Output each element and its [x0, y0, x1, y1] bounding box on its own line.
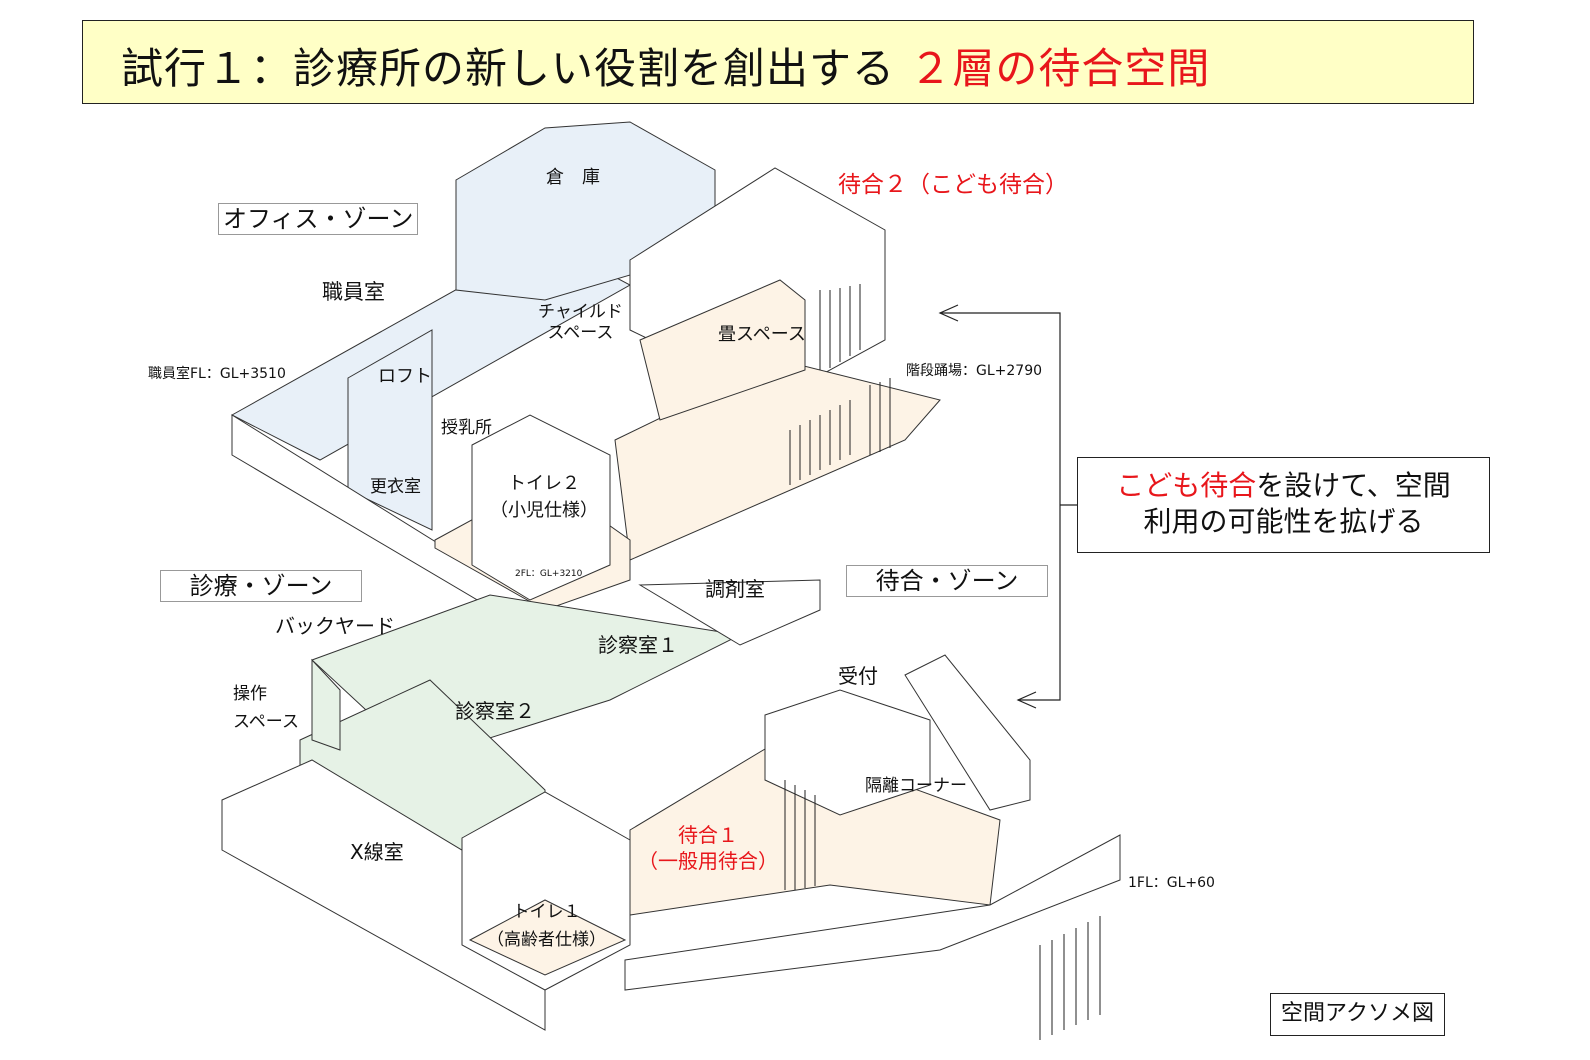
- label-isolation: 隔離コーナー: [865, 776, 967, 796]
- locker-wall: [347, 329, 433, 531]
- callout-line2: 利用の可能性を拡げる: [1143, 505, 1424, 538]
- label-staff-room: 職員室: [322, 280, 385, 304]
- label-tatami: 畳スペース: [718, 324, 806, 345]
- stair-lower: [904, 654, 1031, 811]
- label-toilet2-2: （小児仕様）: [490, 500, 598, 521]
- label-waiting1: 待合１（一般用待合）: [638, 822, 778, 874]
- pharmacy-wall: [638, 579, 821, 646]
- label-exam2: 診察室２: [455, 699, 535, 723]
- label-operation-2: スペース: [233, 712, 299, 732]
- stair-slats: [789, 284, 891, 485]
- zone-medical: 診療・ゾーン: [160, 570, 362, 602]
- callout-arrows: [938, 304, 1077, 709]
- level-landing: 階段踊場：GL+2790: [906, 363, 1043, 379]
- callout-box: こども待合を設けて、空間 利用の可能性を拡げる: [1077, 457, 1490, 553]
- label-toilet2-1: トイレ２: [508, 473, 580, 494]
- drawing-caption: 空間アクソメ図: [1270, 993, 1445, 1036]
- label-exam1: 診察室１: [598, 633, 678, 657]
- lower-ledge: [624, 834, 1121, 991]
- callout-line1: を設けて、空間: [1256, 469, 1451, 502]
- label-nursing: 授乳所: [441, 418, 492, 438]
- label-toilet1: トイレ１ （高齢者仕様）: [487, 898, 606, 954]
- level-staff-fl: 職員室FL：GL+3510: [148, 366, 286, 382]
- label-storage: 倉 庫: [546, 167, 600, 188]
- level-1fl: 1FL：GL+60: [1128, 875, 1215, 891]
- entrance-slats: [784, 780, 1101, 1040]
- label-reception: 受付: [838, 664, 878, 688]
- page-title: 試行１：診療所の新しい役割を創出する ２層の待合空間: [121, 35, 1210, 96]
- zone-office: オフィス・ゾーン: [218, 203, 419, 235]
- title-main: 試行１：診療所の新しい役割を創出する: [121, 44, 896, 93]
- label-waiting2: 待合２（こども待合）: [838, 172, 1068, 198]
- zone-waiting: 待合・ゾーン: [846, 565, 1048, 597]
- label-backyard: バックヤード: [275, 614, 395, 638]
- label-loft: ロフト: [378, 366, 432, 387]
- label-operation-space: 操作スペース: [233, 680, 299, 736]
- label-toilet1-2: （高齢者仕様）: [487, 930, 606, 950]
- label-child-space-1: チャイルド: [538, 302, 623, 322]
- tatami-floor: [639, 279, 806, 421]
- label-toilet2: トイレ２ （小児仕様）: [490, 470, 598, 524]
- label-xray: X線室: [350, 840, 404, 864]
- label-pharmacy: 調剤室: [705, 577, 765, 601]
- label-locker: 更衣室: [370, 477, 421, 497]
- label-waiting1-2: （一般用待合）: [638, 849, 778, 873]
- label-child-space-2: スペース: [547, 323, 614, 343]
- label-waiting1-1: 待合１: [678, 823, 738, 847]
- reception-counter: [764, 689, 931, 816]
- operation-wall: [311, 658, 341, 751]
- title-box: 試行１：診療所の新しい役割を創出する ２層の待合空間: [82, 20, 1474, 104]
- toilet2-wall: [471, 414, 611, 601]
- level-2fl: 2FL：GL+3210: [515, 569, 583, 579]
- label-child-space: チャイルドスペース: [538, 302, 623, 344]
- label-toilet1-1: トイレ１: [512, 902, 581, 922]
- label-operation-1: 操作: [233, 684, 267, 704]
- callout-highlight: こども待合: [1116, 469, 1257, 502]
- title-highlight: ２層の待合空間: [909, 44, 1211, 93]
- toilet1-floor: [468, 899, 627, 976]
